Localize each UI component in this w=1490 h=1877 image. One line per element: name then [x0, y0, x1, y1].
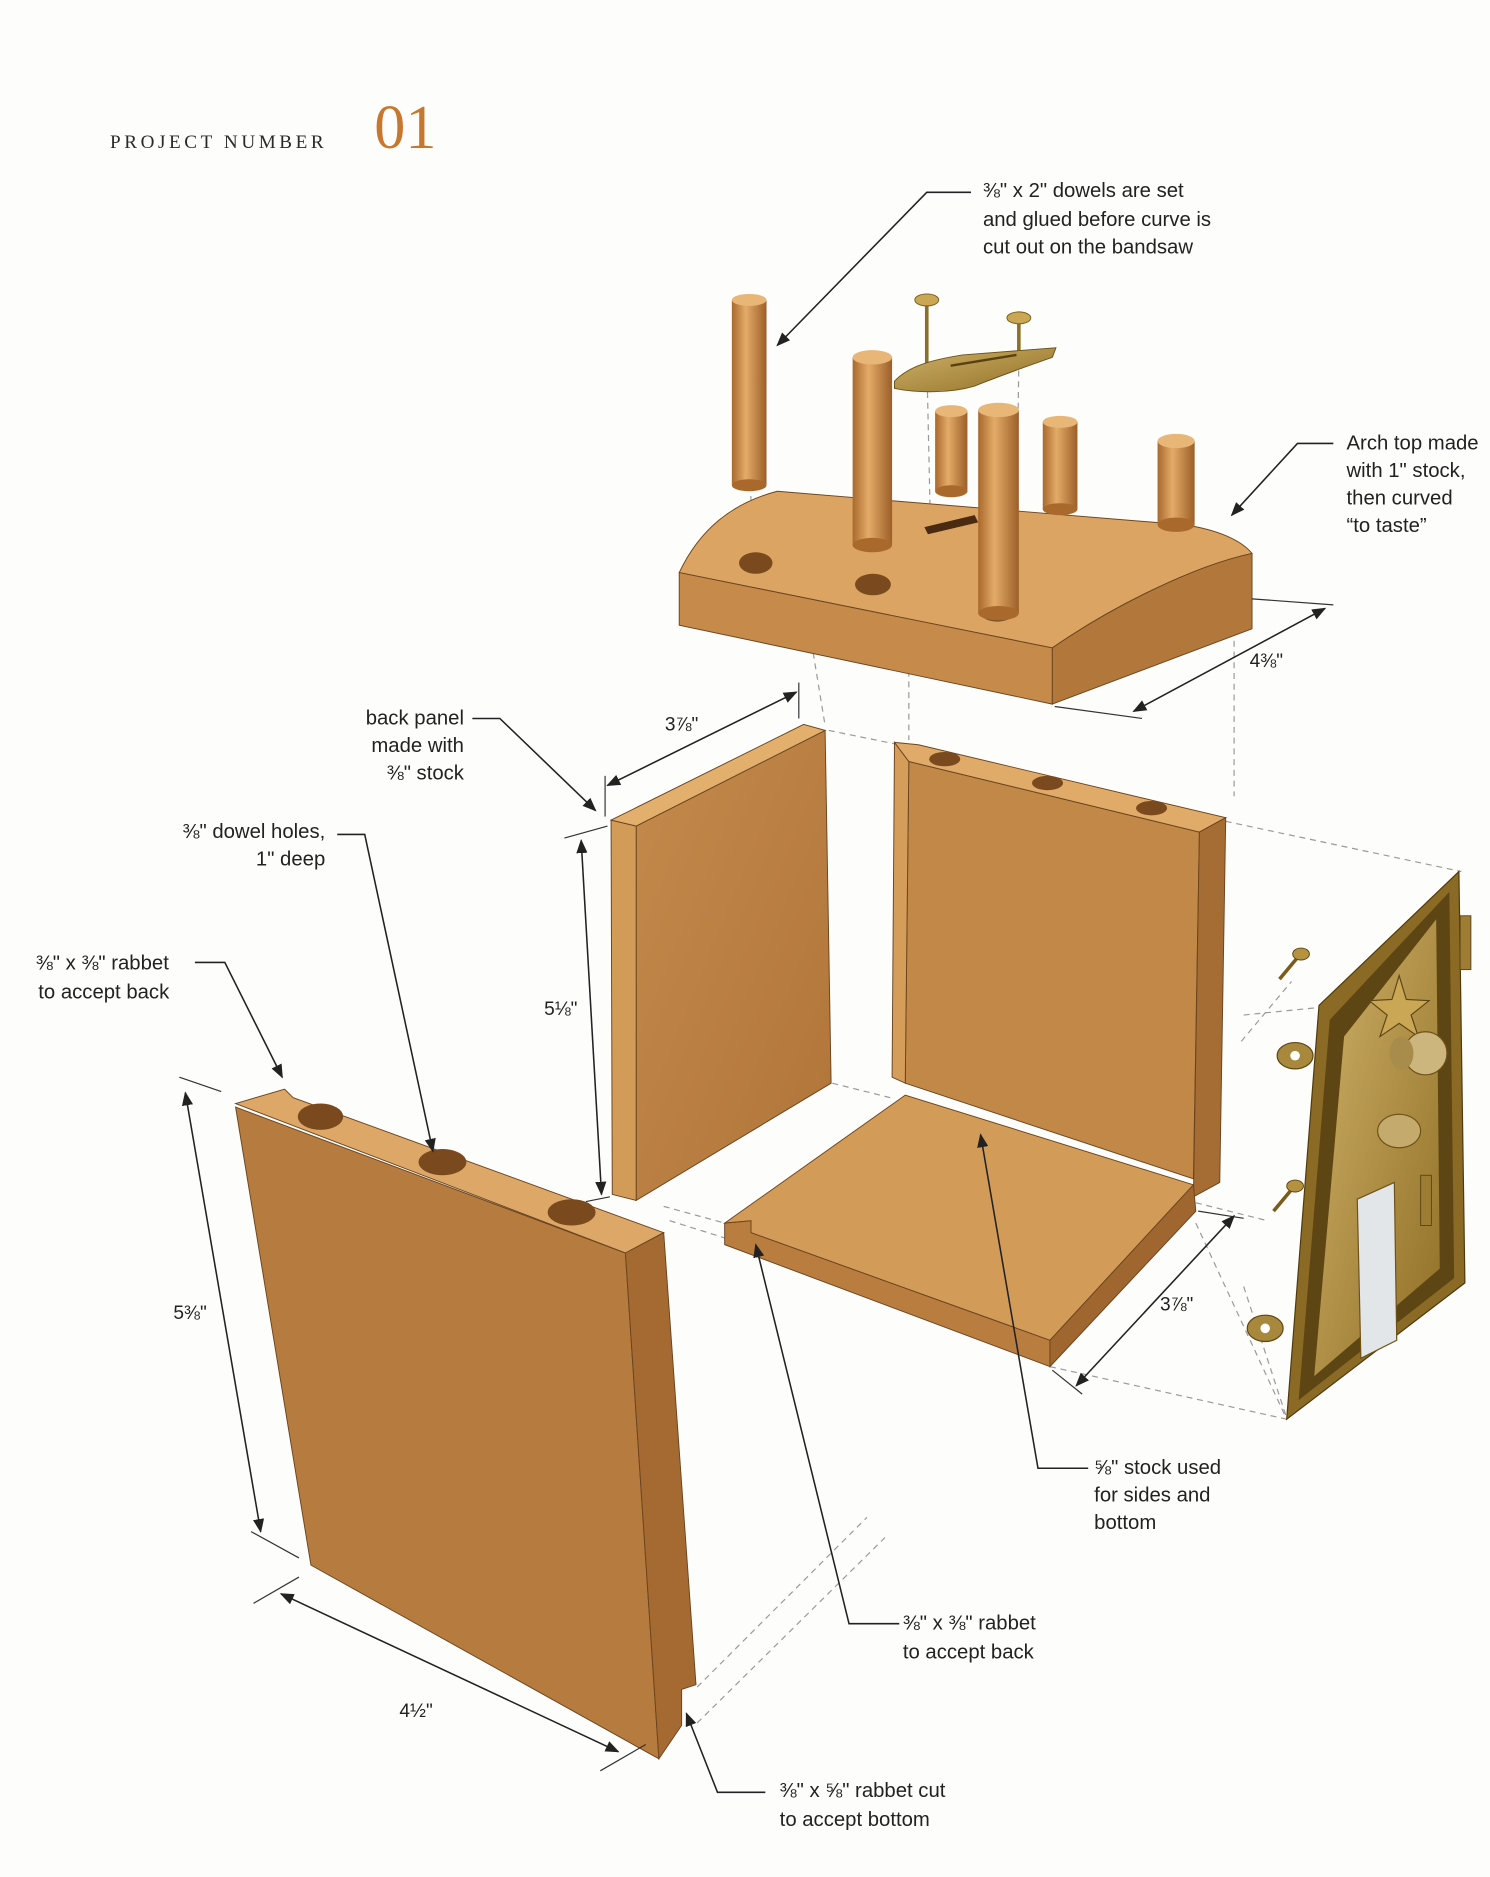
- dimension-back-height: 5⅛": [544, 999, 577, 1020]
- callout-line: Arch top made: [1347, 432, 1479, 454]
- dowel: [1157, 433, 1195, 532]
- dowel-hole: [1031, 775, 1064, 791]
- dowel-hole: [418, 1148, 467, 1176]
- callout-line: to accept back: [38, 981, 170, 1003]
- dowel: [731, 293, 767, 492]
- key-latch: [1376, 1113, 1422, 1149]
- dowel-hole: [547, 1199, 596, 1226]
- callout-stock-sides: ⅝" stock used for sides and bottom: [1094, 1457, 1221, 1534]
- callout-line: for sides and: [1094, 1485, 1210, 1507]
- callout-line: ⅜" x ⅝" rabbet cut: [780, 1780, 946, 1802]
- callout-arch-top: Arch top made with 1" stock, then curved…: [1346, 432, 1479, 537]
- dimension-lines: [179, 598, 1334, 1772]
- callout-dowels: ⅜" x 2" dowels are set and glued before …: [983, 180, 1211, 258]
- callout-line: with 1" stock,: [1346, 460, 1466, 482]
- dimension-side-width: 4½": [399, 1701, 432, 1722]
- dowel-hole: [1136, 800, 1168, 816]
- dimension-top-depth: 4⅜": [1250, 651, 1283, 672]
- left-panel-edge: [624, 1231, 697, 1761]
- dowel-hole: [929, 751, 961, 767]
- door-window: [1356, 1181, 1398, 1360]
- star-emblem-icon: [1367, 973, 1431, 1039]
- dowel: [935, 405, 968, 498]
- dimension-back-width: 3⅞": [665, 714, 698, 735]
- mounting-hole: [1260, 1323, 1270, 1334]
- dowel: [978, 402, 1019, 621]
- callout-line: ⅜" dowel holes,: [183, 821, 326, 843]
- callout-line: ⅝" stock used: [1094, 1457, 1221, 1479]
- callout-line: ⅜" x ⅜" rabbet: [903, 1613, 1036, 1635]
- callout-line: ⅜" x ⅜" rabbet: [36, 953, 169, 975]
- side-panel-front-edge: [1192, 816, 1227, 1198]
- callout-line: “to taste”: [1347, 515, 1427, 537]
- door-panel: [1314, 919, 1440, 1377]
- dowel-hole: [297, 1103, 344, 1130]
- dowel-hole: [855, 573, 891, 596]
- right-side-panel: [891, 740, 1228, 1198]
- callout-line: to accept bottom: [780, 1809, 930, 1831]
- brass-hinge: [894, 293, 1057, 393]
- leader-lines: [194, 191, 1334, 1794]
- callout-line: and glued before curve is: [983, 209, 1211, 231]
- callout-line: made with: [371, 735, 464, 757]
- callout-rabbet-back-bottom: ⅜" x ⅜" rabbet to accept back: [903, 1613, 1036, 1664]
- callout-rabbet-back-side: ⅜" x ⅜" rabbet to accept back: [36, 953, 170, 1004]
- callout-rabbet-bottom: ⅜" x ⅝" rabbet cut to accept bottom: [780, 1780, 946, 1831]
- project-number: 01: [374, 94, 436, 162]
- mounting-hole: [1290, 1050, 1300, 1061]
- door-knob-stem: [1389, 1036, 1414, 1071]
- callout-line: to accept back: [903, 1641, 1035, 1663]
- callout-line: back panel: [366, 707, 464, 729]
- dowel: [1042, 415, 1078, 516]
- hinge-icon: [1420, 1174, 1432, 1226]
- back-panel-edge: [610, 819, 637, 1201]
- back-panel: [609, 723, 832, 1202]
- dowel-hole: [739, 552, 773, 574]
- callout-back-panel: back panel made with ⅜" stock: [366, 707, 465, 784]
- screw-icon: [1278, 947, 1310, 981]
- dowel: [852, 350, 893, 553]
- dowels: [731, 293, 1195, 621]
- screw-icon: [1272, 1179, 1304, 1213]
- callout-line: 1" deep: [256, 849, 325, 871]
- callout-line: cut out on the bandsaw: [983, 236, 1193, 258]
- project-number-label: PROJECT NUMBER: [110, 132, 327, 153]
- left-panel-face: [234, 1106, 660, 1760]
- callout-line: ⅜" stock: [387, 762, 465, 784]
- callout-line: bottom: [1094, 1512, 1156, 1534]
- brass-door: [1246, 870, 1472, 1421]
- callout-dowel-holes: ⅜" dowel holes, 1" deep: [183, 821, 326, 871]
- dimension-bottom-depth: 3⅞": [1160, 1294, 1193, 1315]
- hinge-slot: [924, 515, 979, 535]
- callout-line: then curved: [1347, 487, 1453, 509]
- dimension-side-height: 5⅜": [173, 1303, 206, 1324]
- hinge-icon: [1459, 915, 1472, 971]
- callout-line: ⅜" x 2" dowels are set: [983, 180, 1184, 202]
